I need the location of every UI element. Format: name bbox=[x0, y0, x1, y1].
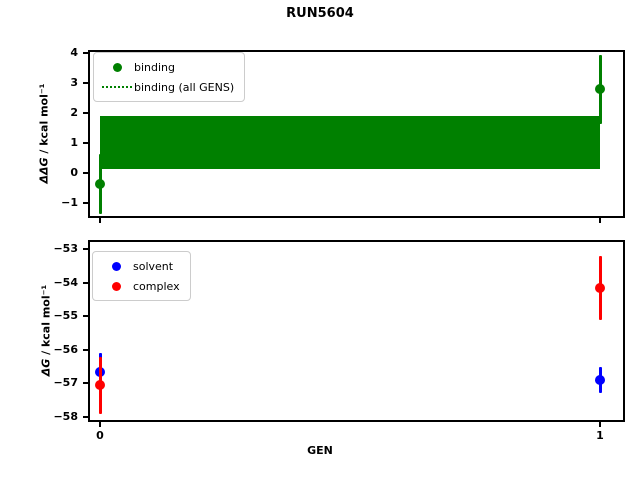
y-tick-mark bbox=[83, 315, 88, 318]
legend-entry-binding-all-gens: binding (all GENS) bbox=[100, 77, 234, 97]
x-tick-label: 0 bbox=[96, 429, 104, 442]
all-gens-mean-line bbox=[100, 142, 600, 145]
complex-data-point bbox=[95, 380, 105, 391]
y-tick-label: 4 bbox=[70, 46, 78, 60]
y-tick-label: 0 bbox=[70, 166, 78, 180]
x-tick-mark bbox=[599, 218, 601, 223]
x-tick-label: 1 bbox=[596, 429, 604, 442]
top-legend: binding binding (all GENS) bbox=[93, 52, 246, 102]
y-tick-label: −55 bbox=[53, 309, 78, 323]
binding-data-point bbox=[95, 178, 105, 189]
y-tick-label: −58 bbox=[53, 410, 78, 423]
complex-dot-icon bbox=[111, 281, 121, 291]
y-tick-mark bbox=[83, 348, 88, 351]
top-axes-frame bbox=[88, 50, 625, 218]
bottom-y-axis-label-symbol: ΔG bbox=[39, 358, 53, 377]
y-tick-mark bbox=[83, 281, 88, 284]
y-tick-label: 1 bbox=[70, 136, 78, 150]
solvent-data-point bbox=[595, 375, 605, 386]
legend-label-complex: complex bbox=[133, 279, 180, 293]
legend-entry-complex: complex bbox=[99, 276, 180, 296]
y-tick-mark bbox=[83, 202, 88, 205]
legend-marker-cell bbox=[100, 62, 134, 72]
y-tick-mark bbox=[83, 248, 88, 250]
binding-data-point bbox=[595, 84, 605, 95]
complex-data-point bbox=[595, 282, 605, 293]
legend-label-binding: binding bbox=[134, 60, 176, 74]
y-tick-label: 2 bbox=[70, 106, 78, 120]
binding-all-gens-dotted-line-icon bbox=[102, 86, 132, 88]
y-tick-label: −1 bbox=[61, 196, 78, 210]
bottom-legend: solvent complex bbox=[92, 251, 191, 301]
legend-label-solvent: solvent bbox=[133, 259, 174, 273]
x-tick-mark bbox=[99, 422, 101, 427]
bottom-axes-frame bbox=[88, 240, 625, 422]
legend-entry-binding: binding bbox=[100, 57, 234, 77]
legend-marker-cell bbox=[100, 86, 134, 88]
y-tick-mark bbox=[83, 142, 88, 145]
y-tick-label: −57 bbox=[53, 376, 78, 390]
y-tick-mark bbox=[83, 382, 88, 385]
y-tick-mark bbox=[83, 52, 88, 55]
y-tick-mark bbox=[83, 82, 88, 85]
y-tick-mark bbox=[83, 416, 88, 418]
solvent-dot-icon bbox=[111, 261, 121, 271]
y-tick-label: 3 bbox=[70, 76, 78, 90]
y-tick-label: −56 bbox=[53, 342, 78, 356]
x-axis-label: GEN bbox=[307, 444, 333, 457]
y-tick-label: −54 bbox=[53, 275, 78, 289]
x-tick-mark bbox=[99, 218, 101, 223]
figure-title: RUN5604 bbox=[286, 6, 354, 21]
y-tick-mark bbox=[83, 112, 88, 115]
binding-dot-icon bbox=[112, 62, 122, 72]
y-tick-mark bbox=[83, 172, 88, 175]
x-tick-mark bbox=[599, 422, 601, 427]
legend-marker-cell bbox=[99, 261, 133, 271]
legend-entry-solvent: solvent bbox=[99, 256, 180, 276]
legend-marker-cell bbox=[99, 281, 133, 291]
y-tick-label: −53 bbox=[53, 242, 78, 255]
legend-label-binding-all-gens: binding (all GENS) bbox=[134, 80, 235, 94]
